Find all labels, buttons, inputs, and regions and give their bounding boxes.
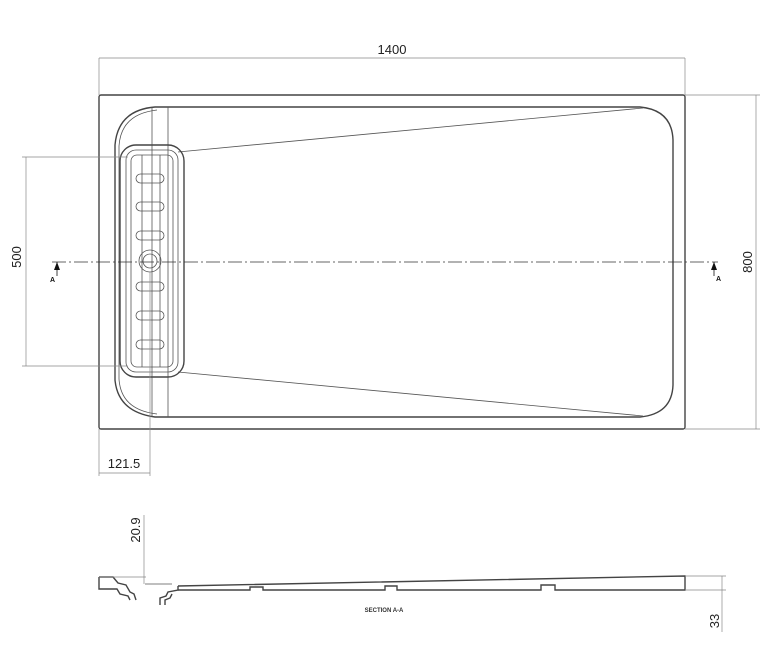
dimension-length: 1400 bbox=[98, 42, 686, 95]
svg-text:20.9: 20.9 bbox=[128, 517, 143, 542]
dimension-drain-offset: 121.5 bbox=[98, 272, 151, 476]
svg-text:33: 33 bbox=[707, 614, 722, 628]
section-label: SECTION A-A bbox=[365, 608, 404, 614]
svg-text:A: A bbox=[50, 277, 55, 284]
dimension-drain-depth: 20.9 bbox=[99, 515, 146, 584]
svg-text:1400: 1400 bbox=[378, 42, 407, 57]
dimension-height: 33 bbox=[685, 575, 726, 632]
section-marker-right: A bbox=[711, 262, 721, 283]
dimension-drain-length: 500 bbox=[9, 156, 128, 367]
svg-text:800: 800 bbox=[740, 251, 755, 273]
dimension-width: 800 bbox=[685, 94, 760, 430]
plan-view: A A 1400 800 500 bbox=[9, 42, 760, 476]
svg-text:A: A bbox=[716, 276, 721, 283]
tray-basin bbox=[114, 106, 674, 418]
section-left-flange bbox=[98, 576, 137, 601]
svg-text:500: 500 bbox=[9, 246, 24, 268]
drain-channel bbox=[119, 144, 185, 378]
section-view: 20.9 33 SECTION A-A bbox=[98, 515, 726, 632]
section-body bbox=[177, 575, 686, 591]
svg-text:121.5: 121.5 bbox=[108, 456, 141, 471]
section-marker-left: A bbox=[50, 262, 60, 284]
